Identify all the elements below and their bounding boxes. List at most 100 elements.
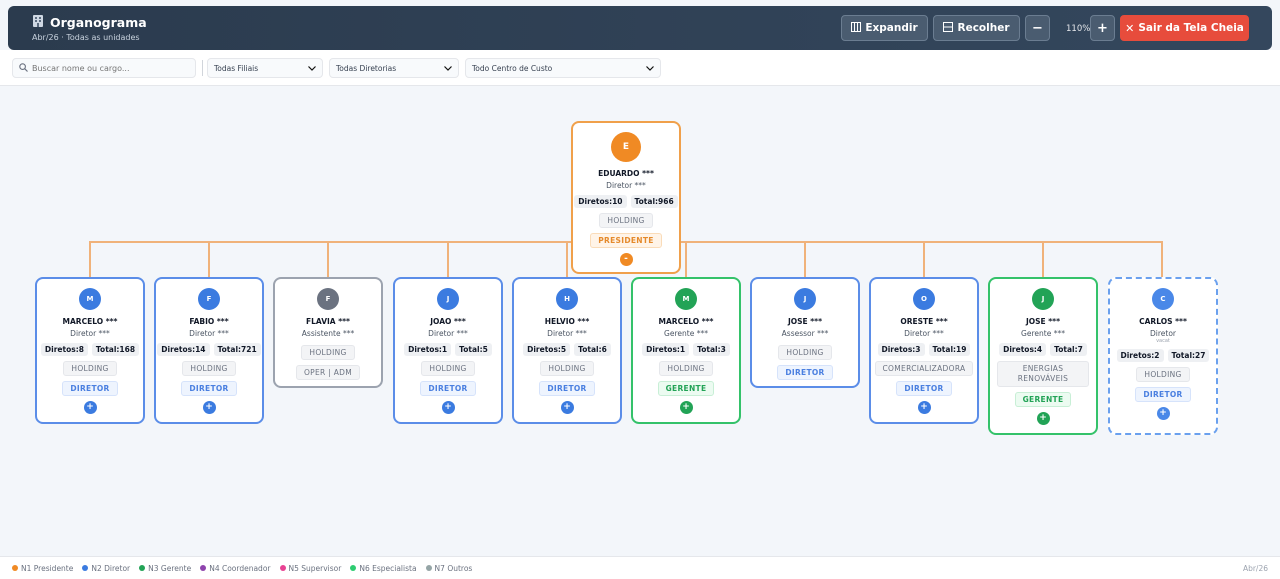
- avatar: E: [611, 132, 641, 162]
- expand-node-button[interactable]: +: [560, 401, 574, 414]
- unit-tag: COMERCIALIZADORA: [874, 361, 974, 376]
- level-tag: GERENTE: [657, 381, 715, 396]
- stats: Diretos:14 Total:721: [156, 343, 262, 356]
- diretoria-select[interactable]: Todas Diretorias: [329, 58, 459, 78]
- employee-role: Diretor ***: [547, 329, 587, 338]
- employee-name: CARLOS ***: [1139, 317, 1187, 326]
- expand-node-button[interactable]: +: [679, 401, 693, 414]
- org-card[interactable]: F FABIO *** Diretor *** Diretos:14 Total…: [154, 277, 264, 424]
- total-count: Total:6: [574, 343, 611, 356]
- search-box: [12, 58, 196, 78]
- employee-role: Diretor ***: [428, 329, 468, 338]
- search-icon: [19, 62, 28, 74]
- legend-item: N3 Gerente: [139, 564, 191, 573]
- expand-node-button[interactable]: +: [441, 401, 455, 414]
- org-card[interactable]: M MARCELO *** Gerente *** Diretos:1 Tota…: [631, 277, 741, 424]
- employee-name: JOSE ***: [787, 317, 823, 326]
- level-tag: DIRETOR: [181, 381, 237, 396]
- employee-name: FABIO ***: [189, 317, 229, 326]
- chevron-down-icon: [444, 64, 452, 73]
- employee-name: JOAO ***: [430, 317, 466, 326]
- direct-count: Diretos:3: [877, 343, 925, 356]
- title-text: Organograma: [50, 14, 147, 30]
- org-card[interactable]: J JOSE *** Assessor *** HOLDING DIRETOR: [750, 277, 860, 388]
- legend-dot: [425, 565, 432, 571]
- total-count: Total:721: [213, 343, 261, 356]
- unit-tag: HOLDING: [659, 361, 713, 376]
- vacancy-note: vacat: [1156, 338, 1170, 344]
- direct-count: Diretos:14: [157, 343, 210, 356]
- avatar: J: [437, 288, 459, 310]
- direct-count: Diretos:1: [642, 343, 690, 356]
- zoom-out-button[interactable]: −: [1025, 15, 1050, 41]
- unit-tag: HOLDING: [182, 361, 236, 376]
- legend-dot: [279, 565, 286, 571]
- total-count: Total:5: [455, 343, 492, 356]
- connector-child: [327, 241, 329, 277]
- employee-role: Gerente ***: [664, 329, 708, 338]
- connector-child: [447, 241, 449, 277]
- stats: Diretos:2 Total:27: [1110, 349, 1216, 362]
- total-count: Total:966: [630, 195, 678, 208]
- org-card[interactable]: H HELVIO *** Diretor *** Diretos:5 Total…: [512, 277, 622, 424]
- exit-fullscreen-button[interactable]: ✕ Sair da Tela Cheia: [1120, 15, 1249, 41]
- connector-child: [208, 241, 210, 277]
- level-legend: N1 Presidente N2 Diretor N3 Gerente N4 C…: [0, 556, 1280, 579]
- collapse-button[interactable]: Recolher: [933, 15, 1020, 41]
- org-card-vacant[interactable]: C CARLOS *** Diretor vacat Diretos:2 Tot…: [1108, 277, 1218, 435]
- org-chart-canvas: E EDUARDO *** Diretor *** Diretos:10 Tot…: [0, 86, 1280, 556]
- expand-node-button[interactable]: +: [202, 401, 216, 414]
- legend-item: N6 Especialista: [350, 564, 417, 573]
- unit-tag: ENERGIAS RENOVÁVEIS: [997, 361, 1089, 387]
- expand-button[interactable]: Expandir: [841, 15, 928, 41]
- org-card[interactable]: M MARCELO *** Diretor *** Diretos:8 Tota…: [35, 277, 145, 424]
- level-tag: DIRETOR: [539, 381, 595, 396]
- expand-icon: [851, 21, 862, 35]
- unit-tag: HOLDING: [778, 345, 832, 360]
- org-card[interactable]: J JOAO *** Diretor *** Diretos:1 Total:5…: [393, 277, 503, 424]
- zoom-in-button[interactable]: +: [1090, 15, 1115, 41]
- connector-child: [923, 241, 925, 277]
- employee-role: Diretor ***: [606, 181, 646, 190]
- org-card[interactable]: O ORESTE *** Diretor *** Diretos:3 Total…: [869, 277, 979, 424]
- top-bar: Organograma Abr/26 · Todas as unidades E…: [8, 6, 1272, 50]
- footer-period: Abr/26: [1242, 564, 1268, 573]
- org-card[interactable]: J JOSE *** Gerente *** Diretos:4 Total:7…: [988, 277, 1098, 435]
- avatar: H: [556, 288, 578, 310]
- unit-tag: HOLDING: [63, 361, 117, 376]
- filial-select[interactable]: Todas Filiais: [207, 58, 323, 78]
- connector-child: [685, 241, 687, 277]
- level-tag: DIRETOR: [896, 381, 952, 396]
- legend-dot: [200, 565, 207, 571]
- legend-item: N5 Supervisor: [279, 564, 341, 573]
- centro-custo-select[interactable]: Todo Centro de Custo: [465, 58, 661, 78]
- avatar: C: [1152, 288, 1174, 310]
- unit-tag: HOLDING: [599, 213, 653, 228]
- avatar: F: [317, 288, 339, 310]
- search-input[interactable]: [32, 63, 182, 73]
- org-card[interactable]: F FLAVIA *** Assistente *** HOLDING OPER…: [273, 277, 383, 388]
- employee-name: JOSE ***: [1025, 317, 1061, 326]
- direct-count: Diretos:10: [574, 195, 627, 208]
- legend-item: N1 Presidente: [12, 564, 73, 573]
- employee-role: Diretor ***: [70, 329, 110, 338]
- level-tag: GERENTE: [1014, 392, 1072, 407]
- unit-tag: HOLDING: [421, 361, 475, 376]
- zoom-level: 110%: [1066, 24, 1091, 34]
- expand-node-button[interactable]: +: [83, 401, 97, 414]
- org-card-root[interactable]: E EDUARDO *** Diretor *** Diretos:10 Tot…: [571, 121, 681, 274]
- level-tag: PRESIDENTE: [590, 233, 662, 248]
- employee-name: FLAVIA ***: [306, 317, 350, 326]
- page-subtitle: Abr/26 · Todas as unidades: [32, 33, 140, 42]
- collapse-node-button[interactable]: -: [619, 253, 633, 266]
- avatar: J: [1032, 288, 1054, 310]
- total-count: Total:19: [928, 343, 971, 356]
- total-count: Total:7: [1050, 343, 1087, 356]
- expand-node-button[interactable]: +: [917, 401, 931, 414]
- stats: Diretos:3 Total:19: [871, 343, 977, 356]
- avatar: M: [675, 288, 697, 310]
- total-count: Total:27: [1167, 349, 1210, 362]
- expand-node-button[interactable]: +: [1156, 407, 1170, 420]
- expand-node-button[interactable]: +: [1036, 412, 1050, 425]
- filter-bar: Todas Filiais Todas Diretorias Todo Cent…: [0, 50, 1280, 86]
